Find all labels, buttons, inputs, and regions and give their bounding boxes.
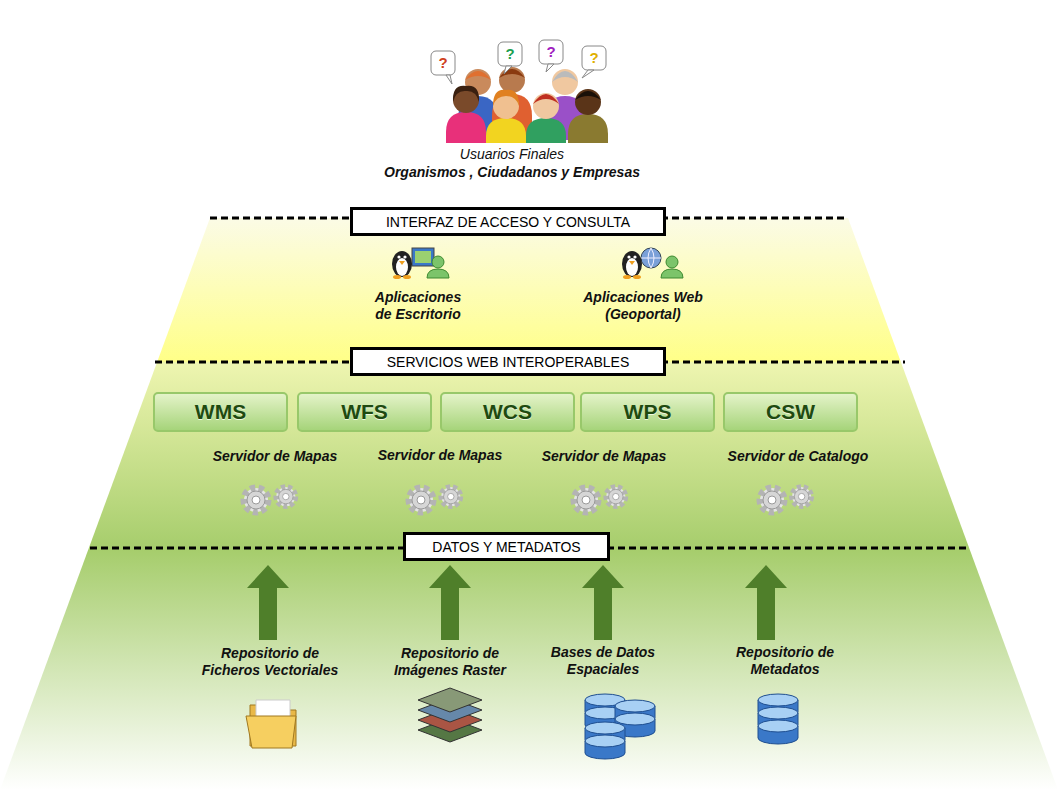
service-box: WFS xyxy=(297,392,432,432)
metadata-database-icon xyxy=(758,694,798,744)
folder-icon xyxy=(246,700,296,748)
caption-label: Bases de Datos Espaciales xyxy=(523,644,683,678)
node-text: DATOS Y METADATOS xyxy=(432,539,580,555)
question-mark: ? xyxy=(498,45,522,62)
caption-label: Servidor de Mapas xyxy=(190,448,360,465)
caption-label: Usuarios Finales xyxy=(362,146,662,163)
caption-label: Repositorio de Imágenes Raster xyxy=(370,645,530,679)
service-box: WPS xyxy=(580,392,715,432)
caption-label: Aplicaciones de Escritorio xyxy=(372,289,464,323)
question-mark: ? xyxy=(431,54,455,71)
server-gears xyxy=(244,487,811,512)
service-box: WCS xyxy=(440,392,575,432)
caption-label: Organismos , Ciudadanos y Empresas xyxy=(332,164,692,181)
node-text: SERVICIOS WEB INTEROPERABLES xyxy=(387,354,629,370)
desktop-app-icon xyxy=(392,248,449,279)
caption-label: Aplicaciones Web (Geoportal) xyxy=(563,289,723,323)
question-mark: ? xyxy=(539,43,563,60)
node-text: INTERFAZ DE ACCESO Y CONSULTA xyxy=(386,214,630,230)
caption-label: Repositorio de Ficheros Vectoriales xyxy=(190,645,350,679)
raster-layers-icon xyxy=(418,688,482,742)
web-app-icon xyxy=(622,248,683,279)
caption-label: Servidor de Catalogo xyxy=(708,448,888,465)
question-mark: ? xyxy=(582,49,606,66)
layer-heading-box: INTERFAZ DE ACCESO Y CONSULTA xyxy=(350,207,666,236)
node-text: CSW xyxy=(766,400,815,424)
caption-label: Repositorio de Metadatos xyxy=(705,644,865,678)
caption-label: Servidor de Mapas xyxy=(355,447,525,464)
node-text: WPS xyxy=(624,400,672,424)
caption-label: Servidor de Mapas xyxy=(519,448,689,465)
layer-heading-box: DATOS Y METADATOS xyxy=(403,532,610,561)
service-box: WMS xyxy=(153,392,288,432)
service-box: CSW xyxy=(723,392,858,432)
layer-heading-box: SERVICIOS WEB INTEROPERABLES xyxy=(350,347,666,376)
node-text: WMS xyxy=(195,400,246,424)
pyramid-band xyxy=(0,218,1058,790)
data-flow-arrow xyxy=(247,565,787,640)
users-illustration xyxy=(431,40,608,143)
spatial-database-icon xyxy=(585,694,655,759)
node-text: WFS xyxy=(341,400,388,424)
node-text: WCS xyxy=(483,400,532,424)
